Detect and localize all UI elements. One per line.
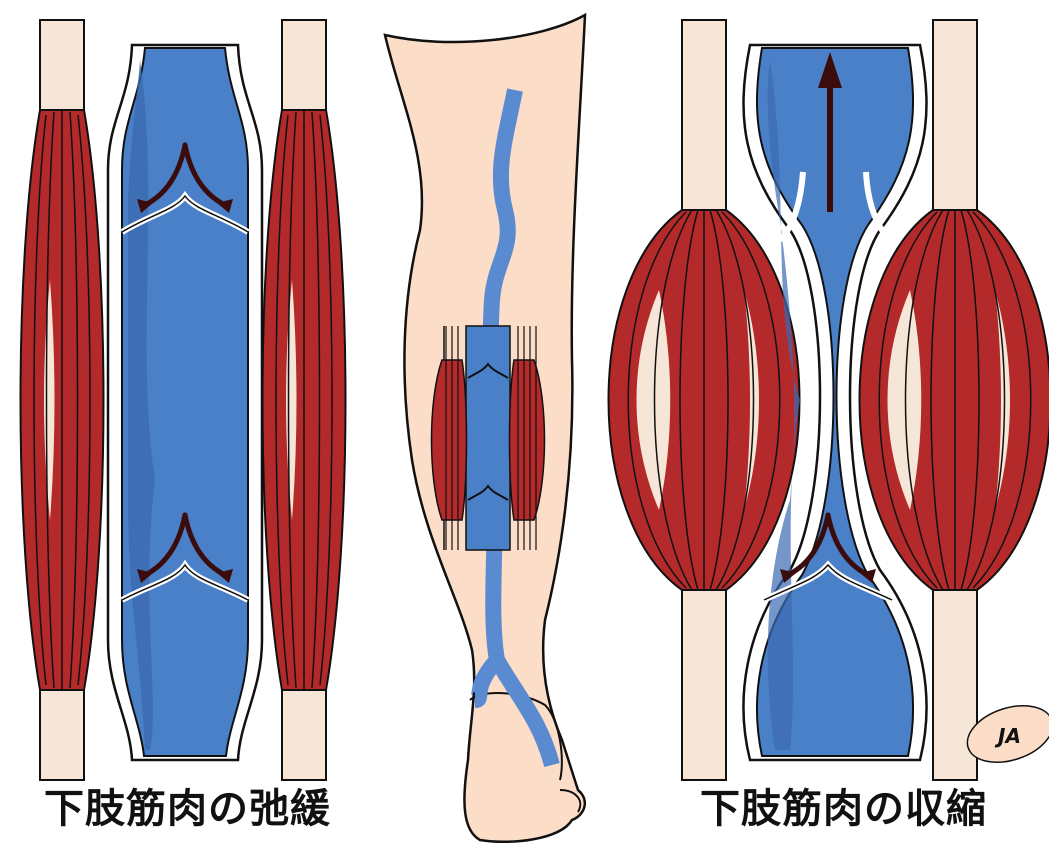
right-muscle-relaxed <box>263 20 346 780</box>
signature-text: JA <box>998 724 1021 748</box>
caption-contracted: 下肢筋肉の収縮 <box>700 776 987 834</box>
leg-panel <box>385 15 585 842</box>
contracted-panel <box>609 20 1049 780</box>
left-muscle-relaxed <box>21 20 104 780</box>
relaxed-panel <box>21 20 346 780</box>
leg-inset-muscles <box>432 326 545 550</box>
caption-relaxed: 下肢筋肉の弛緩 <box>44 776 331 834</box>
